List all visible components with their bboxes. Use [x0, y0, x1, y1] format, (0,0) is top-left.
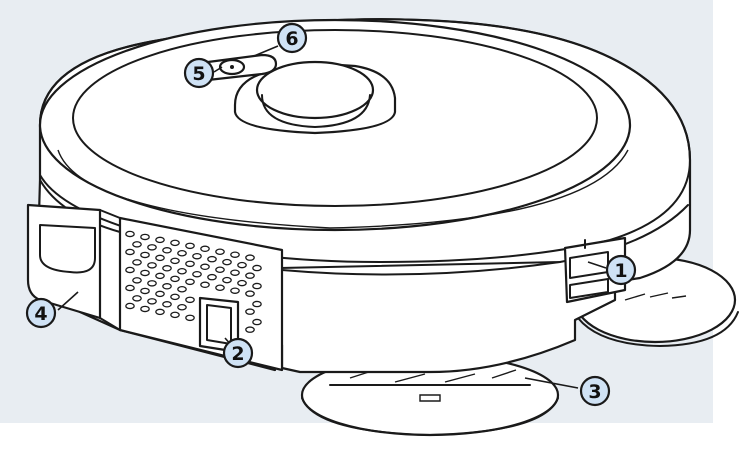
vent-hole — [185, 260, 195, 268]
callout-3-label: 3 — [588, 381, 601, 403]
vent-hole — [245, 326, 255, 333]
vent-hole — [252, 300, 262, 308]
vent-hole — [200, 263, 210, 271]
vent-hole — [162, 265, 172, 272]
vent-hole — [147, 244, 157, 251]
vent-hole — [170, 257, 180, 265]
vent-hole — [177, 249, 187, 257]
lidar-turret — [233, 60, 397, 135]
vent-hole — [177, 267, 187, 275]
vent-hole — [177, 303, 187, 311]
vent-hole — [207, 273, 217, 281]
vent-hole — [170, 293, 180, 301]
vent-hole — [200, 245, 210, 253]
vent-hole — [245, 254, 255, 261]
vent-hole — [140, 251, 150, 259]
vent-hole — [245, 272, 255, 279]
vent-hole — [252, 264, 262, 272]
vent-hole — [245, 290, 255, 297]
vent-hole — [162, 283, 172, 290]
callout-3: 3 — [579, 375, 611, 407]
vent-hole — [177, 285, 187, 293]
vent-hole — [230, 251, 240, 258]
vent-hole — [230, 287, 240, 294]
callout-4-label: 4 — [34, 303, 47, 325]
vent-hole — [192, 252, 202, 260]
callout-6-label: 6 — [285, 28, 298, 50]
callout-5-label: 5 — [192, 63, 205, 85]
vent-hole — [155, 272, 165, 280]
vent-hole — [155, 290, 165, 298]
vent-hole — [185, 242, 195, 250]
vent-hole — [222, 258, 232, 266]
vent-hole — [215, 284, 225, 292]
vent-hole — [222, 276, 232, 284]
vent-hole — [155, 236, 165, 244]
vent-hole — [200, 281, 210, 289]
callout-1-label: 1 — [614, 260, 627, 282]
vent-hole — [125, 248, 135, 256]
vent-hole — [125, 284, 135, 292]
callout-2: 2 — [222, 337, 254, 369]
vent-hole — [132, 259, 142, 266]
vent-hole — [185, 314, 195, 322]
vent-hole — [252, 282, 262, 290]
vent-hole — [125, 302, 135, 310]
vent-hole — [155, 254, 165, 262]
vent-hole — [170, 275, 180, 283]
vent-hole — [162, 301, 172, 308]
vent-hole — [155, 308, 165, 316]
vent-hole — [125, 230, 135, 238]
vent-hole — [245, 308, 255, 315]
vent-hole — [132, 241, 142, 248]
callout-2-label: 2 — [231, 343, 244, 365]
vent-hole — [147, 262, 157, 269]
vent-hole — [230, 269, 240, 276]
vent-hole — [215, 266, 225, 274]
vent-hole — [140, 233, 150, 241]
vent-hole — [237, 261, 247, 269]
front-vent-panel — [118, 216, 284, 372]
vent-hole — [140, 305, 150, 313]
vent-hole — [140, 287, 150, 295]
vent-hole — [185, 296, 195, 304]
vent-hole — [140, 269, 150, 277]
vent-hole — [132, 277, 142, 284]
vent-hole — [147, 280, 157, 287]
callout-6: 6 — [276, 22, 308, 54]
callout-5: 5 — [183, 57, 215, 89]
leader-lines — [57, 45, 607, 389]
vent-hole — [162, 247, 172, 254]
vent-hole — [170, 311, 180, 319]
vent-hole — [170, 239, 180, 247]
callout-4: 4 — [25, 297, 57, 329]
vent-hole — [252, 318, 262, 326]
vent-hole — [132, 295, 142, 302]
vent-hole — [215, 248, 225, 256]
vent-hole — [237, 279, 247, 287]
control-buttons — [194, 53, 278, 82]
callout-1: 1 — [605, 254, 637, 286]
right-latch — [563, 236, 627, 304]
vent-hole — [207, 255, 217, 263]
vent-hole — [185, 278, 195, 286]
vent-holes — [125, 230, 262, 333]
vent-hole — [125, 266, 135, 274]
vent-hole — [147, 298, 157, 305]
vent-hole — [192, 270, 202, 278]
